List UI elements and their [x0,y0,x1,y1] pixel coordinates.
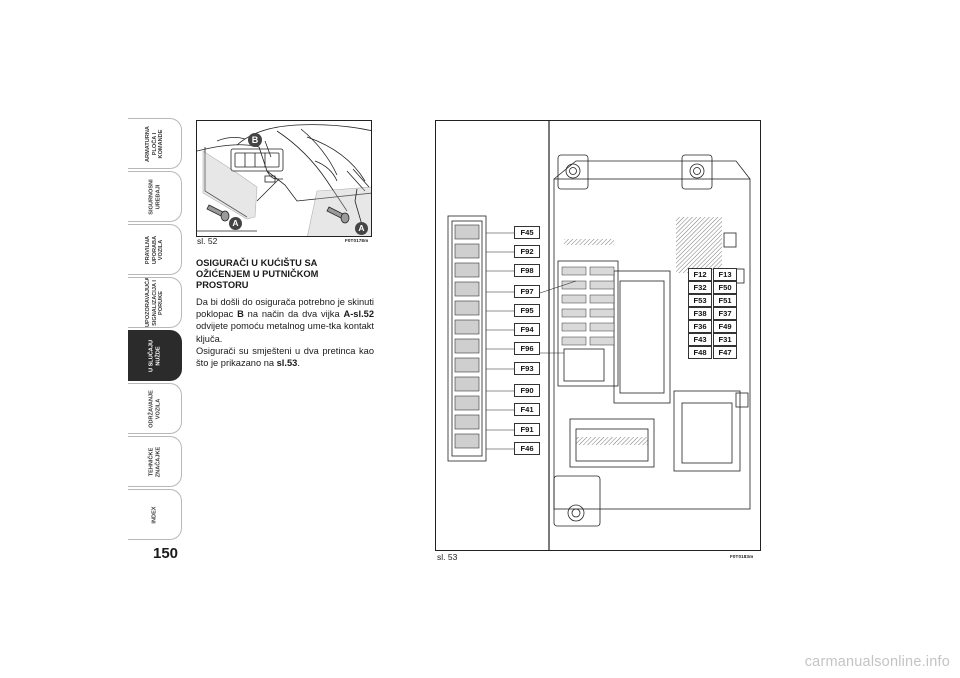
fuse-label: F97 [514,285,540,298]
fuse-label: F13 [713,268,737,281]
page-number: 150 [153,545,179,562]
fuse-label: F93 [514,362,540,375]
fuse-label: F38 [688,307,712,320]
fuse-label: F32 [688,281,712,294]
dashboard-panel-drawing [197,124,371,236]
callout-a-right: A [355,222,368,235]
section-heading: OSIGURAČI U KUĆIŠTU SA OŽIĆENJEM U PUTNI… [196,258,319,291]
tab-tehnicke-znacajke[interactable]: TEHNIČKE ZNAČAJKE [128,436,182,487]
fuse-label: F45 [514,226,540,239]
paragraph-1: Da bi došli do osigurača potrebno je ski… [196,296,374,345]
fuse-label: F47 [713,346,737,359]
tab-label: UPOZORAVAJUĆA SIGNALIZACIJA I PORUKE [144,277,164,327]
tab-label: TEHNIČKE ZNAČAJKE [147,446,161,477]
p2-text: . [297,358,300,369]
fuse-label: F94 [514,323,540,336]
tab-label: ARMATURNA PLOČA I KOMANDE [144,125,164,162]
tab-label: ODRŽAVANJE VOZILA [147,389,161,428]
tab-label: PRAVILNA UPORABA VOZILA [144,235,164,264]
tab-upozoravajuca-signalizacija[interactable]: UPOZORAVAJUĆA SIGNALIZACIJA I PORUKE [128,277,182,328]
chapter-tabs: ARMATURNA PLOČA I KOMANDE SIGURNOSNI URE… [128,118,183,543]
tab-armaturna-ploca[interactable]: ARMATURNA PLOČA I KOMANDE [128,118,182,169]
fuse-label: F51 [713,294,737,307]
tab-label: INDEX [151,505,158,524]
p1-text: odvijete pomoću metalnog ume-tka kontakt… [196,321,374,344]
fuse-label: F53 [688,294,712,307]
fuse-label: F91 [514,423,540,436]
figure-53-caption: sl. 53 [437,552,458,562]
fuse-label: F95 [514,304,540,317]
tab-sigurnosni-uredaji[interactable]: SIGURNOSNI UREĐAJI [128,171,182,222]
p1-text: na način da dva vijka [243,309,344,320]
fuse-label: F96 [514,342,540,355]
callout-b: B [248,133,262,147]
callout-a-left: A [229,217,242,230]
p1-ref-screws: A-sl.52 [343,309,375,320]
figure-53-fusebox: F45 F92 F98 F97 F95 F94 F96 F93 F90 F41 … [435,120,761,551]
p1-ref-cover: B [237,309,244,320]
fuse-label: F48 [688,346,712,359]
fuse-label: F12 [688,268,712,281]
fuse-label: F49 [713,320,737,333]
fuse-label: F98 [514,264,540,277]
tab-index[interactable]: INDEX [128,489,182,540]
figure-52-code: F0T0178m [345,238,369,243]
figure-53-code: F0T0183m [730,554,754,559]
paragraph-2: Osigurači su smješteni u dva pretinca ka… [196,345,374,369]
p1-text: Da bi došli do osigurača potrebno je ski… [196,297,374,320]
fuse-label: F31 [713,333,737,346]
tab-label: SIGURNOSNI UREĐAJI [147,178,161,215]
fuse-label: F50 [713,281,737,294]
tab-u-slucaju-nuzde[interactable]: U SLUČAJU NUŽDE [128,330,182,381]
fuse-label: F41 [514,403,540,416]
tab-pravilna-uporaba[interactable]: PRAVILNA UPORABA VOZILA [128,224,182,275]
fuse-label: F90 [514,384,540,397]
p2-text: Osigurači su smješteni u dva pretinca ka… [196,346,374,369]
figure-52-caption: sl. 52 [197,236,218,246]
tab-odrzavanje-vozila[interactable]: ODRŽAVANJE VOZILA [128,383,182,434]
fusebox-drawing [447,121,751,550]
fuse-label: F46 [514,442,540,455]
tab-label: U SLUČAJU NUŽDE [147,339,161,372]
figure-52-illustration: B A A [196,120,372,237]
fuse-label: F37 [713,307,737,320]
watermark: carmanualsonline.info [804,654,950,670]
fuse-label: F36 [688,320,712,333]
p2-ref-figure: sl.53 [276,358,298,369]
fuse-label: F92 [514,245,540,258]
fuse-label: F43 [688,333,712,346]
